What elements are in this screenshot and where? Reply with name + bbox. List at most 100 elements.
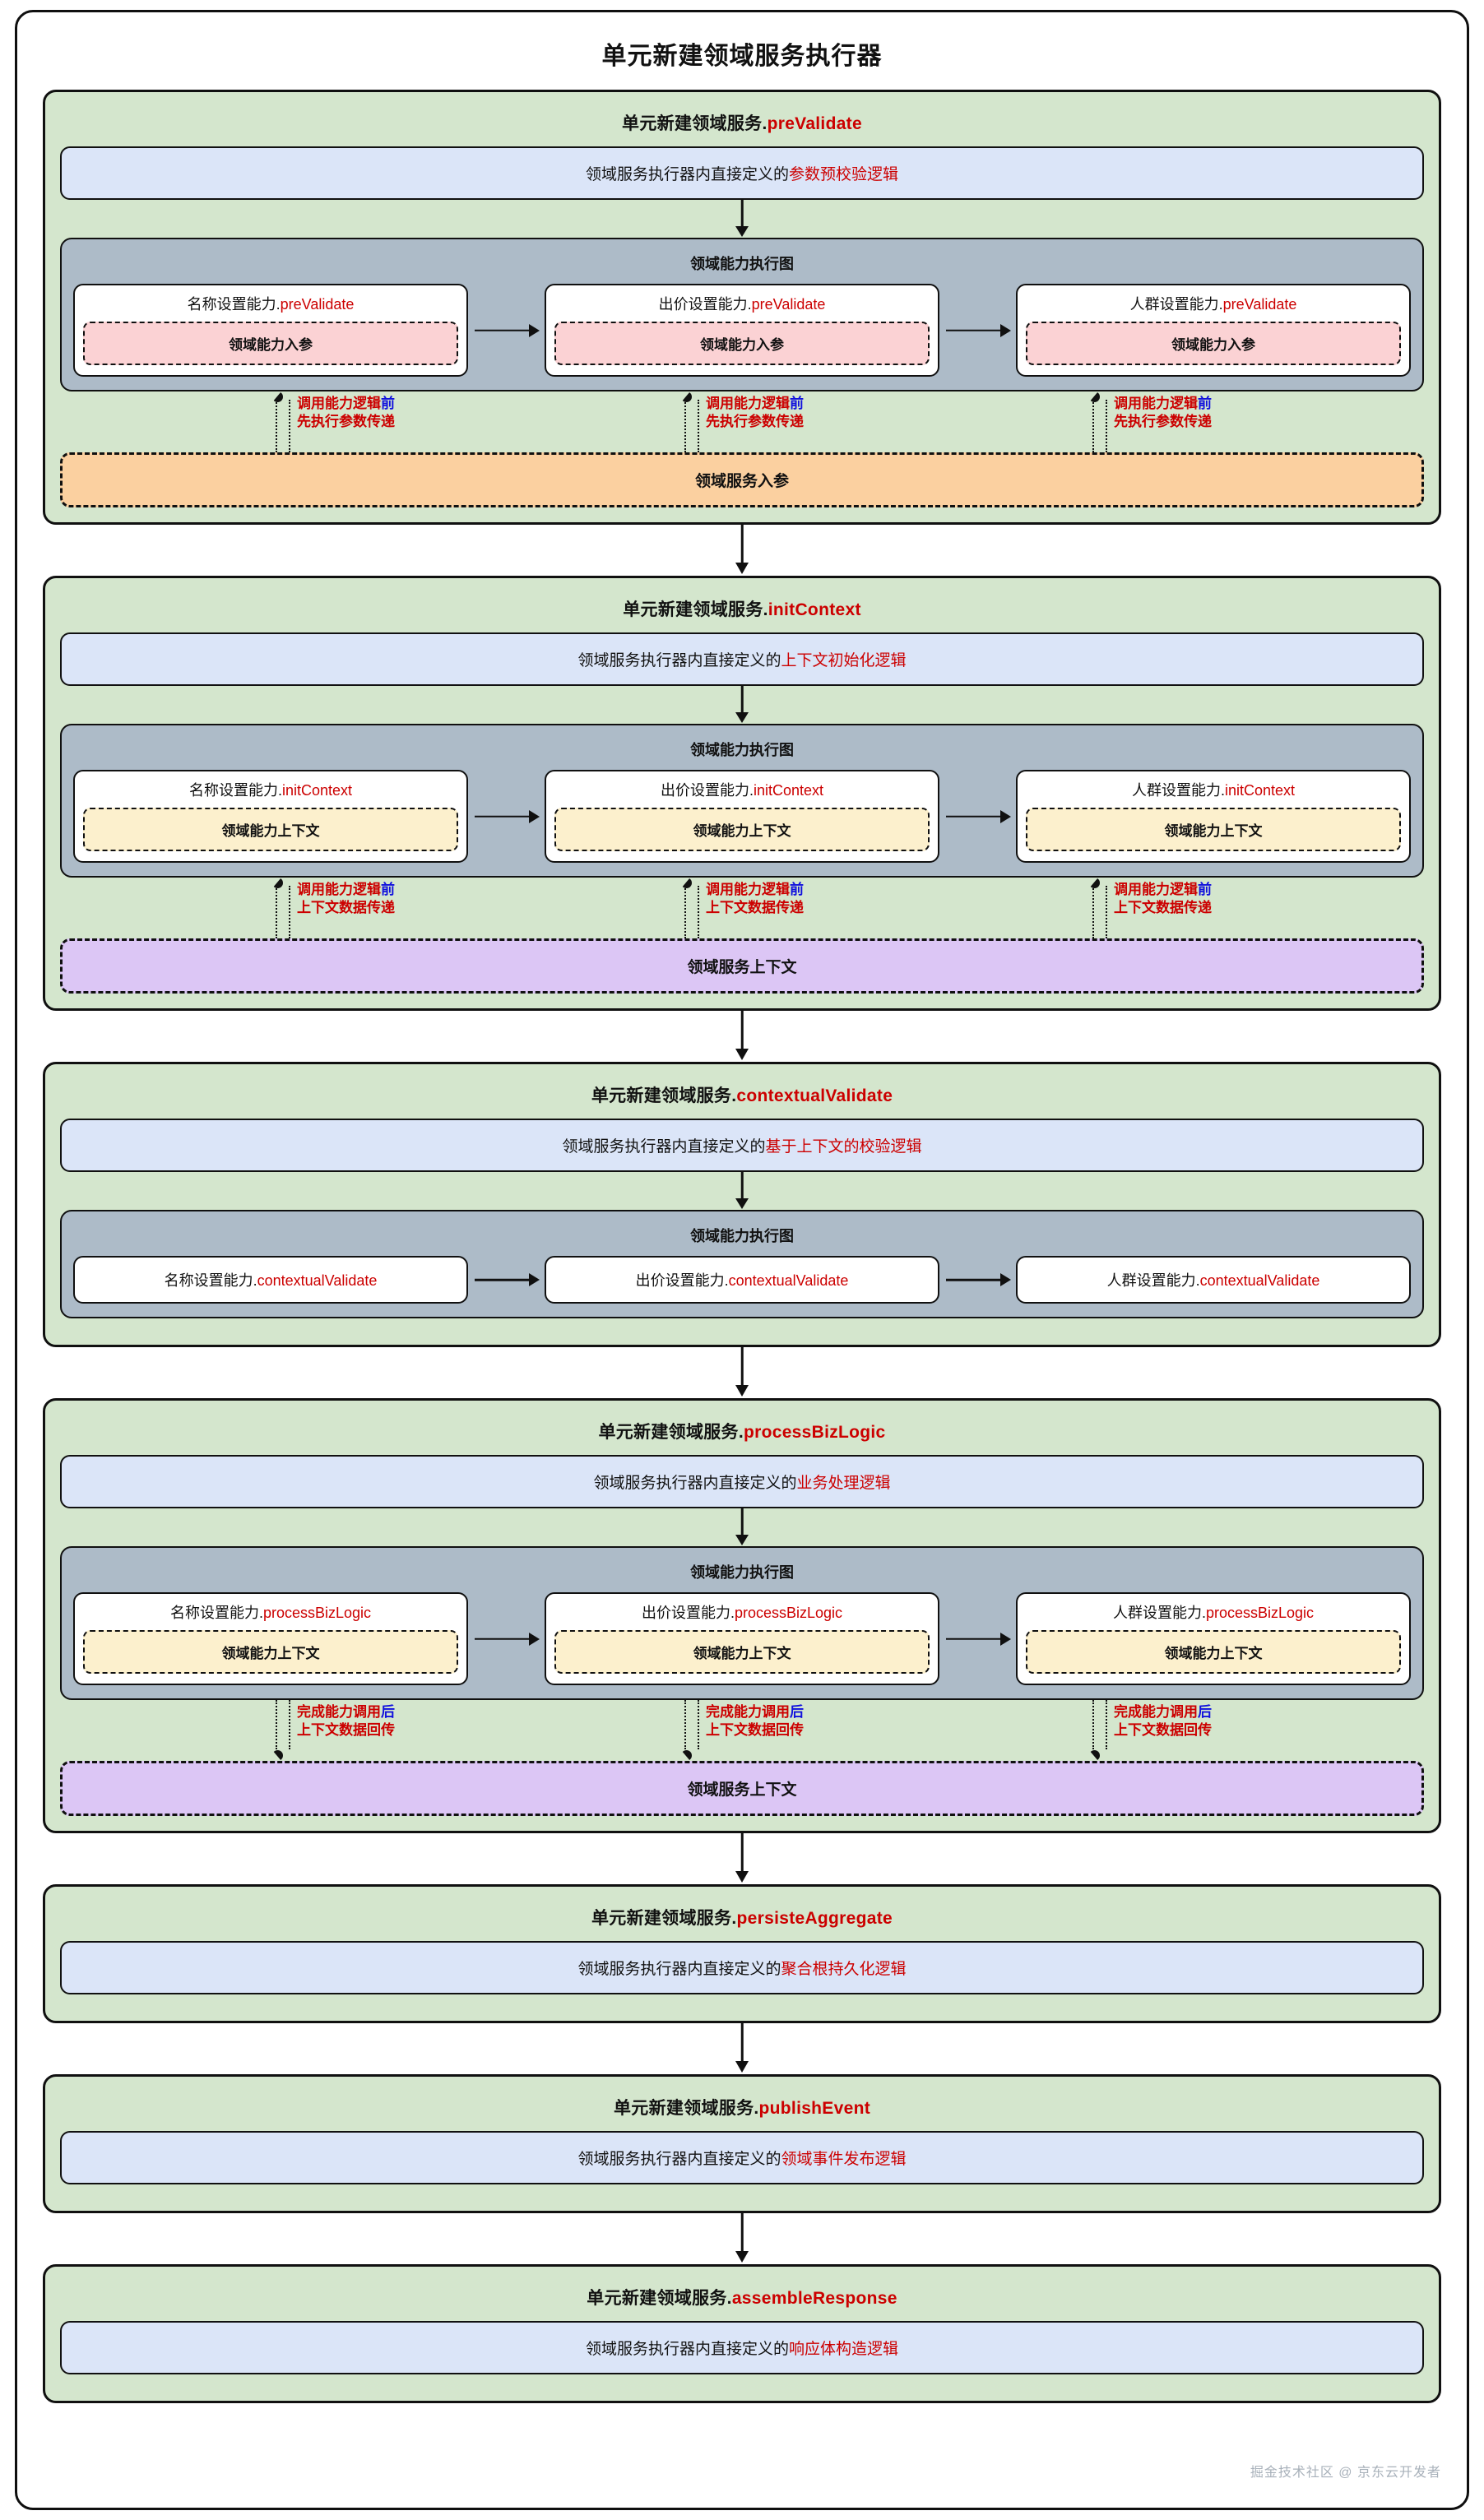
logic-description-bar: 领域服务执行器内直接定义的基于上下文的校验逻辑	[60, 1119, 1424, 1172]
dotted-up-arrow-icon	[1089, 878, 1107, 938]
capability-box[interactable]: 出价设置能力.contextualValidate	[545, 1256, 939, 1304]
logic-description-bar: 领域服务执行器内直接定义的参数预校验逻辑	[60, 146, 1424, 200]
annotation-line-1-blue: 后	[790, 1704, 804, 1720]
stage-title: 单元新建领域服务.processBizLogic	[60, 1414, 1424, 1455]
page-title: 单元新建领域服务执行器	[601, 43, 883, 70]
annotation-line-1: 完成能力调用后	[297, 1703, 395, 1721]
logic-prefix: 领域服务执行器内直接定义的	[593, 1475, 797, 1492]
capability-data-box: 领域能力入参	[554, 322, 930, 365]
annotation-text: 调用能力逻辑前先执行参数传递	[297, 391, 395, 431]
capability-flow-arrow	[941, 1272, 1014, 1287]
capability-name: 出价设置能力.processBizLogic	[554, 1601, 930, 1623]
logic-highlight: 参数预校验逻辑	[789, 166, 899, 183]
stage-title-method: preValidate	[767, 114, 862, 133]
capability-name-prefix: 出价设置能力.	[635, 1272, 729, 1289]
stage-bottom-spacer	[60, 2374, 1424, 2386]
capability-graph-title: 领域能力执行图	[690, 1564, 794, 1581]
stage-title-method: contextualValidate	[736, 1086, 893, 1105]
stage-title-prefix: 单元新建领域服务.	[591, 1086, 737, 1105]
stage-title: 单元新建领域服务.preValidate	[60, 105, 1424, 146]
logic-to-graph-arrow	[60, 686, 1424, 724]
logic-description-bar: 领域服务执行器内直接定义的响应体构造逻辑	[60, 2321, 1424, 2374]
stage-title-method: processBizLogic	[744, 1423, 886, 1442]
annotation-line-1-blue: 前	[790, 396, 804, 411]
logic-to-graph-arrow	[60, 1508, 1424, 1546]
capability-name: 出价设置能力.initContext	[554, 779, 930, 800]
stage-bottom-spacer	[60, 1994, 1424, 2006]
annotation-line-1-red: 调用能力逻辑	[1114, 396, 1198, 411]
capability-method: processBizLogic	[1205, 1605, 1315, 1621]
capability-box[interactable]: 出价设置能力.processBizLogic 领域能力上下文	[545, 1592, 939, 1685]
capability-name-prefix: 出价设置能力.	[658, 296, 752, 313]
annotation-line-2: 上下文数据传递	[297, 899, 395, 915]
capability-method: processBizLogic	[734, 1605, 843, 1621]
stage-title-prefix: 单元新建领域服务.	[622, 114, 768, 133]
annotation-unit: 调用能力逻辑前上下文数据传递	[272, 878, 395, 938]
annotation-text: 完成能力调用后上下文数据回传	[1114, 1700, 1212, 1739]
annotation-line-1: 调用能力逻辑前	[706, 881, 804, 899]
capability-flow-arrow	[470, 323, 543, 338]
annotation-line-1-blue: 后	[1198, 1704, 1212, 1720]
annotation-line-1: 调用能力逻辑前	[706, 395, 804, 413]
logic-prefix: 领域服务执行器内直接定义的	[577, 1961, 781, 1978]
capability-name-prefix: 名称设置能力.	[188, 782, 282, 799]
annotation-line-2: 上下文数据回传	[297, 1721, 395, 1738]
annotation-unit: 完成能力调用后上下文数据回传	[272, 1700, 395, 1761]
capability-method: preValidate	[280, 296, 355, 313]
logic-highlight: 业务处理逻辑	[796, 1475, 891, 1492]
annotation-line-1-blue: 前	[1198, 882, 1212, 897]
annotation-line-1: 调用能力逻辑前	[297, 395, 395, 413]
dotted-up-arrow-icon	[681, 391, 699, 452]
annotation-line-1: 完成能力调用后	[706, 1703, 804, 1721]
annotation-unit: 完成能力调用后上下文数据回传	[681, 1700, 804, 1761]
annotation-unit: 调用能力逻辑前先执行参数传递	[272, 391, 395, 452]
capability-name-prefix: 出价设置能力.	[641, 1605, 735, 1621]
logic-highlight: 基于上下文的校验逻辑	[765, 1138, 922, 1156]
annotation-line-1-blue: 前	[1198, 396, 1212, 411]
annotation-line-1: 调用能力逻辑前	[1114, 881, 1212, 899]
annotation-line-1-red: 调用能力逻辑	[1114, 882, 1198, 897]
capability-box[interactable]: 人群设置能力.contextualValidate	[1016, 1256, 1411, 1304]
annotation-text: 调用能力逻辑前上下文数据传递	[706, 878, 804, 917]
capability-method: preValidate	[1222, 296, 1297, 313]
annotation-band: 完成能力调用后上下文数据回传完成能力调用后上下文数据回传完成能力调用后上下文数据…	[60, 1700, 1424, 1761]
logic-description-bar: 领域服务执行器内直接定义的聚合根持久化逻辑	[60, 1941, 1424, 1994]
capability-name-prefix: 人群设置能力.	[1131, 782, 1225, 799]
capability-flow-arrow	[470, 1272, 543, 1287]
logic-prefix: 领域服务执行器内直接定义的	[585, 2341, 789, 2358]
annotation-line-2: 上下文数据回传	[706, 1721, 804, 1738]
stage-title: 单元新建领域服务.initContext	[60, 591, 1424, 632]
capability-name-prefix: 名称设置能力.	[164, 1272, 257, 1289]
service-data-bar: 领域服务入参	[60, 452, 1424, 507]
annotation-line-1-red: 调用能力逻辑	[706, 882, 790, 897]
capability-flow-arrow	[941, 1632, 1014, 1647]
stage-connector-arrow	[35, 525, 1449, 576]
capability-graph-title: 领域能力执行图	[690, 742, 794, 758]
capability-name-prefix: 出价设置能力.	[660, 782, 754, 799]
capability-box[interactable]: 名称设置能力.contextualValidate	[73, 1256, 468, 1304]
stage-title-method: initContext	[768, 600, 861, 619]
capability-name: 出价设置能力.contextualValidate	[553, 1269, 931, 1290]
annotation-text: 完成能力调用后上下文数据回传	[297, 1700, 395, 1739]
stage-title-method: assembleResponse	[731, 2289, 897, 2308]
dotted-up-arrow-icon	[1089, 391, 1107, 452]
capability-data-box: 领域能力上下文	[554, 1630, 930, 1674]
annotation-line-1-red: 调用能力逻辑	[297, 882, 381, 897]
